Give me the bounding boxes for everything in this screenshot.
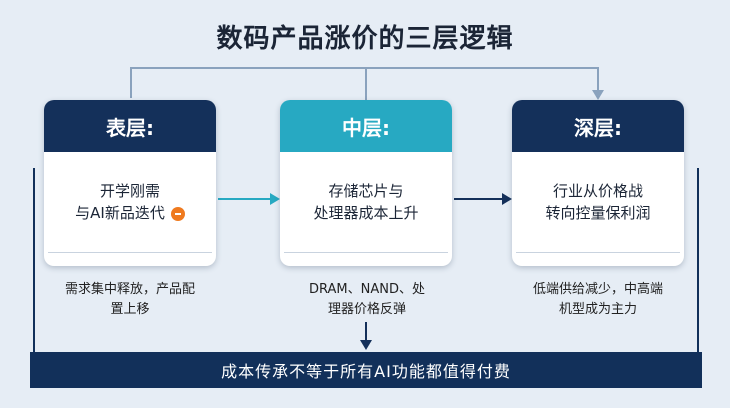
layer-card-body: 存储芯片与 处理器成本上升 [284, 152, 448, 253]
layer-card-header: 表层: [44, 100, 216, 152]
top-bracket-line [130, 67, 599, 98]
layer-card-line: 存储芯片与 [328, 182, 404, 200]
layer-card-surface: 表层: 开学刚需 与AI新品迭代 [44, 100, 216, 266]
layer-description-line: 机型成为主力 [558, 302, 637, 317]
down-arrow-to-banner-head [360, 340, 372, 350]
layer-description-middle: DRAM、NAND、处 理器价格反弹 [282, 280, 452, 320]
arrow-layer2-to-layer3-head [502, 193, 512, 205]
arrow-layer1-to-layer2-head [270, 193, 280, 205]
layer-description-line: 低端供给减少，中高端 [532, 282, 663, 297]
layer-card-line: 转向控量保利润 [545, 204, 651, 222]
layer-description-surface: 需求集中释放，产品配 置上移 [50, 280, 210, 320]
layer-card-line-row: 与AI新品迭代 [75, 202, 185, 224]
conclusion-banner: 成本传承不等于所有AI功能都值得付费 [30, 352, 702, 388]
layer-description-line: DRAM、NAND、处 [309, 282, 425, 297]
layer-description-line: 需求集中释放，产品配 [64, 282, 195, 297]
layer-card-middle: 中层: 存储芯片与 处理器成本上升 [280, 100, 452, 266]
layer-description-line: 理器价格反弹 [327, 302, 406, 317]
layer-description-line: 置上移 [110, 302, 150, 317]
layer-card-deep: 深层: 行业从价格战 转向控量保利润 [512, 100, 684, 266]
layer-card-line: 与AI新品迭代 [75, 204, 165, 222]
layer-card-line: 处理器成本上升 [313, 204, 419, 222]
top-bracket-arrowhead [592, 90, 604, 100]
layer-card-header: 中层: [280, 100, 452, 152]
layer-card-body: 行业从价格战 转向控量保利润 [516, 152, 680, 253]
orange-circle-icon [170, 206, 185, 221]
layer-card-line: 开学刚需 [99, 182, 160, 200]
layer-card-line: 行业从价格战 [552, 182, 643, 200]
layer-card-body: 开学刚需 与AI新品迭代 [48, 152, 212, 253]
page-title: 数码产品涨价的三层逻辑 [216, 24, 514, 54]
layer-description-deep: 低端供给减少，中高端 机型成为主力 [512, 280, 684, 320]
layer-card-header: 深层: [512, 100, 684, 152]
